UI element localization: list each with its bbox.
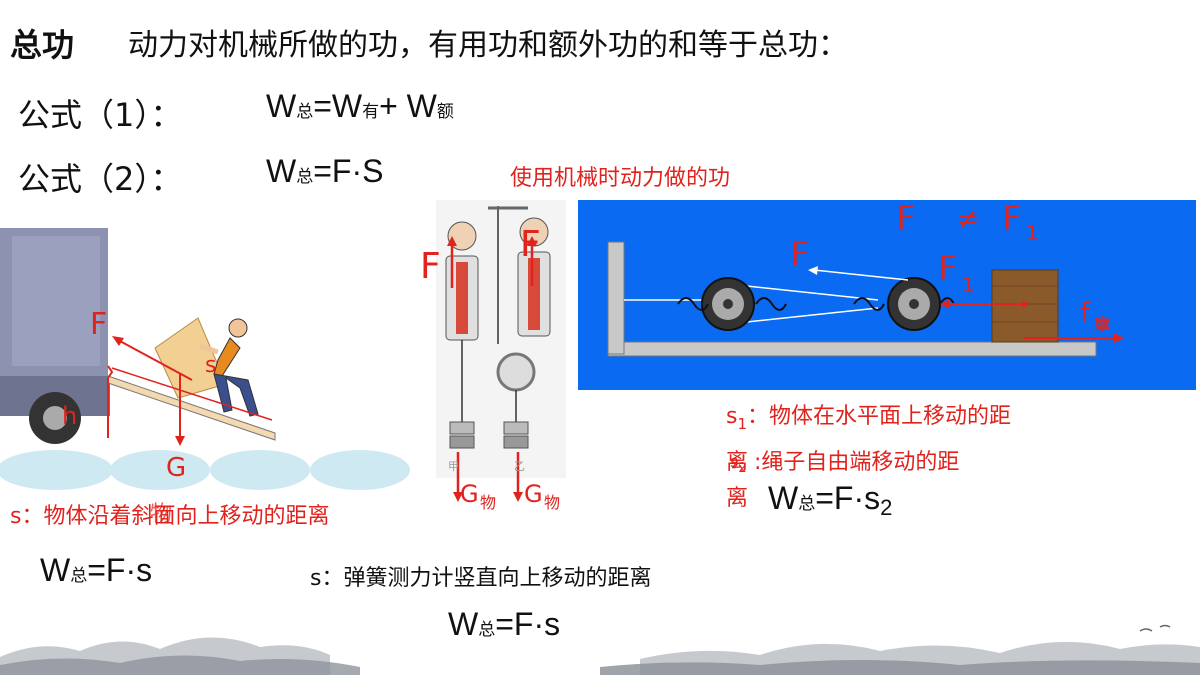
spring-formula: W总=F·s — [448, 606, 560, 643]
formula1-w-sub: 总 — [296, 102, 314, 121]
formula1: W总=W有+ W额 — [266, 88, 454, 125]
ramp-g-label: G — [166, 453, 186, 483]
pulley-formula-w: W — [768, 480, 799, 516]
pulley-f-label: F — [790, 235, 810, 275]
s2-colon: : — [754, 450, 762, 475]
pulley-illustration: F ≠ F 1 F F 1 f 摩 — [578, 200, 1196, 390]
spring-f-right: F — [520, 224, 541, 265]
s1-text: s — [726, 404, 738, 429]
force-arrow — [117, 339, 193, 381]
spring-f-left: F — [420, 246, 441, 287]
spring-label-left: 甲 — [448, 460, 459, 473]
ramp-formula-rest: =F·s — [87, 552, 153, 588]
pulley-formula-rest-sub: 2 — [880, 495, 893, 520]
pulley-f-top: F — [896, 200, 916, 239]
spring-formula-rest: =F·s — [495, 606, 561, 642]
mountain-decoration — [0, 624, 1200, 675]
water-ovals — [0, 450, 410, 490]
pulley-formula-rest: =F·s — [815, 480, 881, 516]
wall — [607, 241, 625, 355]
formula2-w-sub: 总 — [296, 167, 314, 186]
spring-label-right: 乙 — [514, 460, 525, 473]
ramp-formula: W总=F·s — [40, 552, 152, 589]
ramp-caption: s：物体沿着斜面向上移动的距离 — [10, 504, 330, 529]
spring-g-right-sub: 物 — [544, 493, 560, 512]
pulley-left — [701, 277, 755, 331]
spring-g-left-sub: 物 — [480, 493, 496, 512]
ramp-caption-overlap: 物 — [150, 502, 173, 527]
s2-label: s2 — [730, 452, 747, 476]
formula1-eq-sub: 有 — [362, 102, 380, 121]
s2-caption: :绳子自由端移动的距 — [754, 444, 959, 476]
pulley-formula-sub: 总 — [798, 494, 816, 513]
formula2: W总=F·S — [266, 153, 383, 190]
pulley-formula: W总=F·s2 — [768, 480, 892, 521]
ramp-s-label: s — [205, 353, 216, 378]
friction-sub: 摩 — [1094, 315, 1110, 334]
ramp-formula-sub: 总 — [70, 566, 88, 585]
pulley-f1-label: F — [938, 249, 958, 289]
definition-text: 动力对机械所做的功，有用功和额外功的和等于总功： — [128, 28, 848, 63]
spring-g-right: G — [524, 480, 543, 508]
right-spring-scale — [488, 206, 551, 449]
friction-label: f — [1080, 296, 1091, 329]
formula1-eq: =W — [313, 88, 363, 124]
spring-scale-illustration: F F 甲 乙 G 物 G 物 — [420, 200, 566, 512]
ramp-illustration: F s h G — [0, 228, 410, 490]
s2-text: s — [730, 452, 739, 471]
s1-sub: 1 — [737, 415, 748, 433]
pulley-f1-top: F — [1002, 200, 1022, 239]
s2-sub: 2 — [738, 461, 747, 476]
s2-desc: 绳子自由端移动的距 — [761, 450, 960, 475]
pulley-f1-label-sub: 1 — [962, 273, 975, 297]
pulley-panel — [578, 200, 1196, 390]
spring-g-left: G — [460, 480, 479, 508]
pulley-neq: ≠ — [956, 202, 979, 235]
formula2-label: 公式（2）： — [18, 160, 183, 198]
ramp-f-label: F — [90, 307, 107, 342]
floor — [607, 341, 1097, 357]
annotation-top: 使用机械时动力做的功 — [510, 166, 731, 191]
term-heading: 总功 — [10, 26, 75, 64]
formula1-plus-sub: 额 — [436, 102, 454, 121]
spring-formula-w: W — [448, 606, 479, 642]
ramp-h-label: h — [62, 402, 77, 430]
pulley-right — [887, 277, 941, 331]
pulley-wheel — [496, 352, 536, 392]
spring-formula-sub: 总 — [478, 620, 496, 639]
left-spring-scale — [445, 221, 479, 449]
formula2-w: W — [266, 153, 297, 189]
formula1-w: W — [266, 88, 297, 124]
s1-caption: s1：物体在水平面上移动的距 — [726, 398, 1011, 433]
spring-caption: s：弹簧测力计竖直向上移动的距离 — [310, 566, 652, 591]
pulley-f1-top-sub: 1 — [1026, 221, 1039, 245]
formula1-label: 公式（1）： — [18, 96, 183, 134]
li2-text: 离 — [726, 486, 749, 511]
formula1-plus: + W — [379, 88, 437, 124]
formula2-rest: =F·S — [313, 153, 384, 189]
s1-desc: ：物体在水平面上移动的距 — [747, 404, 1012, 429]
li1-text: 离 — [726, 450, 749, 475]
ramp-formula-w: W — [40, 552, 71, 588]
